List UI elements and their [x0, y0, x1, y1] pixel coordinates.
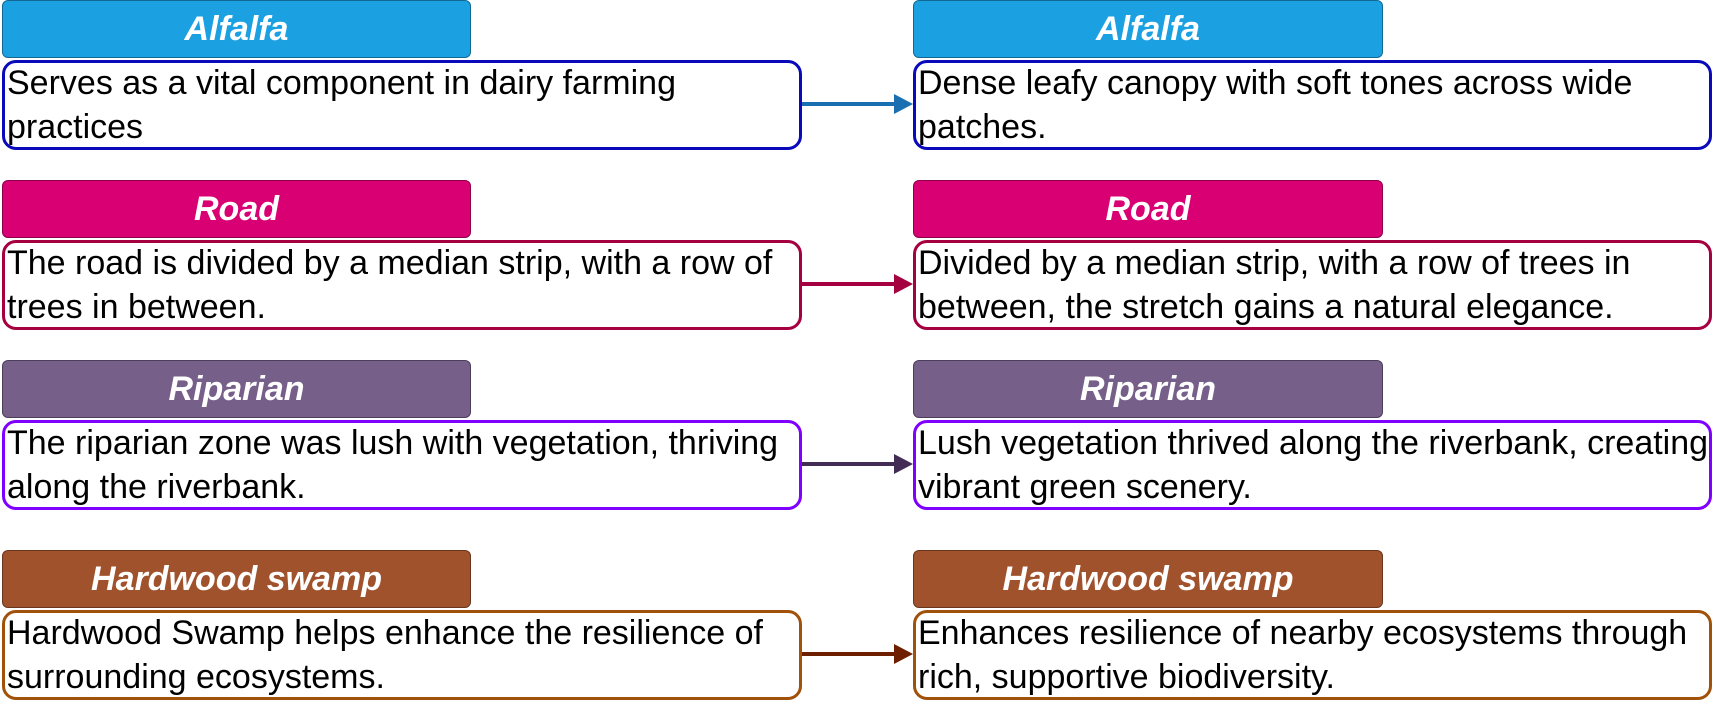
arrow-connector	[802, 454, 913, 474]
arrow-connector	[802, 644, 913, 664]
right-text: Divided by a median strip, with a row of…	[918, 244, 1631, 326]
left-text-box: The riparian zone was lush with vegetati…	[2, 420, 802, 510]
left-text: The road is divided by a median strip, w…	[7, 244, 773, 326]
arrow-connector	[802, 94, 913, 114]
row-alfalfa: Alfalfa Alfalfa Serves as a vital compon…	[0, 0, 1714, 150]
left-text: The riparian zone was lush with vegetati…	[7, 424, 779, 506]
right-header: Road	[913, 180, 1383, 238]
row-hardwood-swamp: Hardwood swamp Hardwood swamp Hardwood S…	[0, 550, 1714, 700]
right-header: Hardwood swamp	[913, 550, 1383, 608]
left-text: Serves as a vital component in dairy far…	[7, 64, 676, 146]
right-header: Riparian	[913, 360, 1383, 418]
arrow-connector	[802, 274, 913, 294]
row-riparian: Riparian Riparian The riparian zone was …	[0, 360, 1714, 510]
right-text: Dense leafy canopy with soft tones acros…	[918, 64, 1633, 146]
right-text: Lush vegetation thrived along the riverb…	[918, 424, 1709, 506]
left-header: Hardwood swamp	[2, 550, 471, 608]
left-text: Hardwood Swamp helps enhance the resilie…	[7, 614, 764, 696]
right-header: Alfalfa	[913, 0, 1383, 58]
left-header: Road	[2, 180, 471, 238]
right-text: Enhances resilience of nearby ecosystems…	[918, 614, 1688, 696]
row-road: Road Road The road is divided by a media…	[0, 180, 1714, 330]
left-text-box: Hardwood Swamp helps enhance the resilie…	[2, 610, 802, 700]
left-text-box: Serves as a vital component in dairy far…	[2, 60, 802, 150]
arrow-head	[894, 274, 913, 294]
right-text-box: Lush vegetation thrived along the riverb…	[913, 420, 1712, 510]
arrow-head	[894, 94, 913, 114]
right-text-box: Divided by a median strip, with a row of…	[913, 240, 1712, 330]
right-text-box: Enhances resilience of nearby ecosystems…	[913, 610, 1712, 700]
arrow-head	[894, 644, 913, 664]
left-text-box: The road is divided by a median strip, w…	[2, 240, 802, 330]
arrow-head	[894, 454, 913, 474]
right-text-box: Dense leafy canopy with soft tones acros…	[913, 60, 1712, 150]
left-header: Alfalfa	[2, 0, 471, 58]
left-header: Riparian	[2, 360, 471, 418]
